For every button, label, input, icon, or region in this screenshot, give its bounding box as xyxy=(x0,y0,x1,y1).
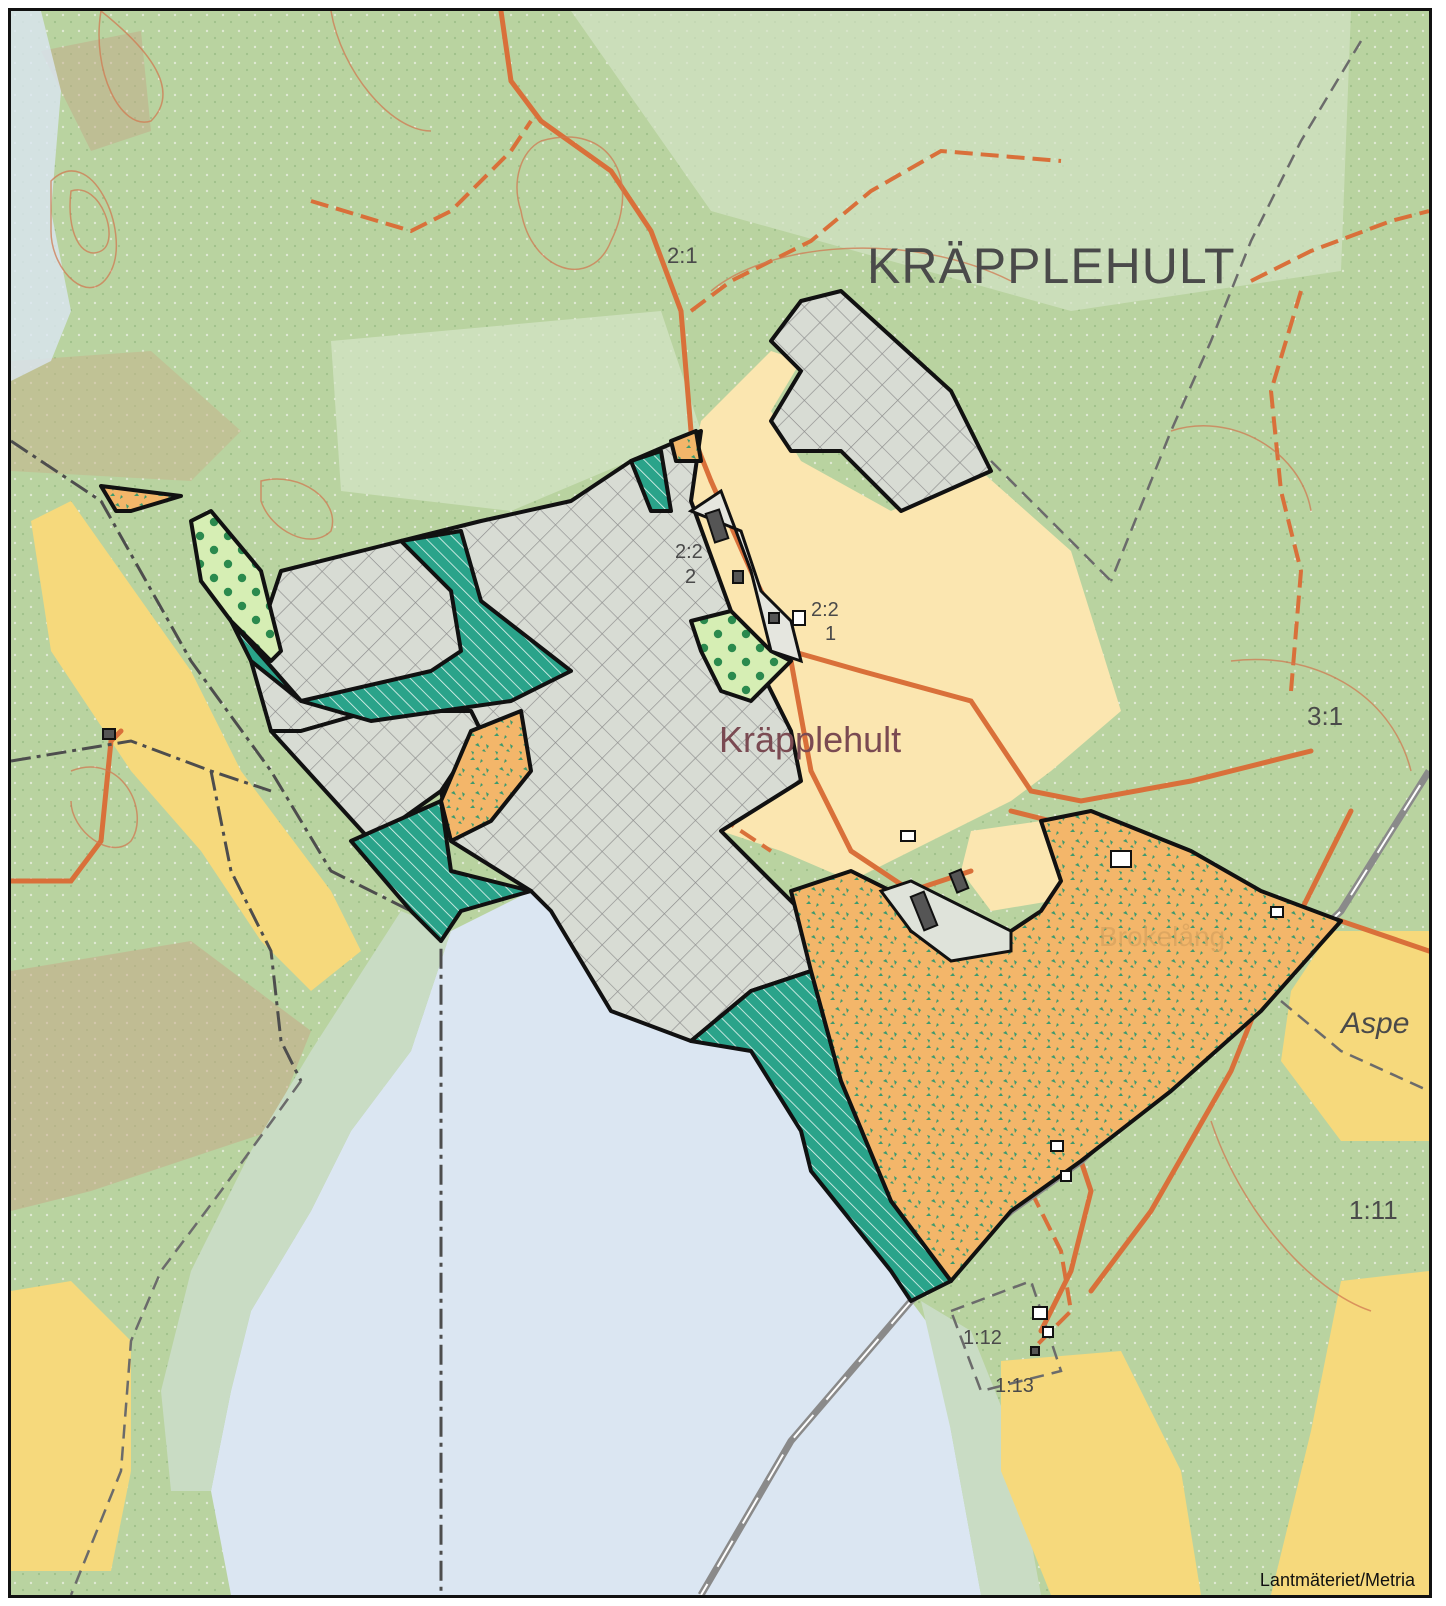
building-icon xyxy=(909,890,939,932)
wetland-shore xyxy=(161,911,451,1491)
parish-boundary-lines xyxy=(11,439,443,1595)
road-line xyxy=(788,658,974,894)
brown-patch xyxy=(11,941,311,1211)
track-line xyxy=(1268,290,1304,692)
parcel-label: 2:1 xyxy=(667,243,698,268)
farm-name-label: Kräpplehult xyxy=(719,719,902,760)
light-forest-patch xyxy=(331,311,701,511)
boundary-line xyxy=(990,460,1112,582)
lake-water xyxy=(211,891,981,1595)
building-icon xyxy=(1030,1346,1040,1356)
arable-field-far-southeast xyxy=(1271,1271,1429,1595)
arable-field-east xyxy=(1281,931,1429,1141)
buildings xyxy=(102,508,1284,1356)
light-forest-patch xyxy=(571,11,1351,311)
map-canvas[interactable] xyxy=(11,11,1429,1595)
stipple-area-farm-corner[interactable] xyxy=(669,429,703,463)
brown-patch xyxy=(41,31,151,151)
parcel-label: 3:1 xyxy=(1307,701,1344,731)
map-frame[interactable]: KRÄPPLEHULT Kräpplehult Aspe Brokelång 2… xyxy=(8,8,1432,1598)
building-icon xyxy=(768,612,780,624)
parcel-label: 2:2 xyxy=(675,541,703,563)
building-icon xyxy=(900,830,916,842)
dotted-area-west[interactable] xyxy=(189,509,283,663)
wetland-east xyxy=(921,1301,1041,1595)
arable-field-west xyxy=(31,501,361,991)
brown-patch xyxy=(11,351,241,481)
parish-boundary-line xyxy=(11,439,443,1595)
building-icon xyxy=(1042,1326,1054,1338)
map-credit: Lantmäteriet/Metria xyxy=(1259,1570,1415,1590)
boundary-line xyxy=(949,1279,1063,1393)
building-icon xyxy=(1060,1170,1072,1182)
building-icon xyxy=(1050,1140,1064,1152)
building-icon xyxy=(948,868,970,894)
building-icon xyxy=(102,728,116,740)
boundary-line xyxy=(69,1080,303,1595)
contour-lines xyxy=(50,11,1412,1312)
building-icon xyxy=(1032,1306,1048,1320)
parcel-label: 1:11 xyxy=(1349,1195,1398,1225)
parcel-label: 1 xyxy=(825,623,837,645)
arable-field-southeast xyxy=(1001,1351,1201,1595)
boundary-line xyxy=(1280,1000,1429,1093)
hatched-area-central[interactable] xyxy=(229,529,573,723)
stipple-area-west[interactable] xyxy=(439,709,533,843)
building-icon xyxy=(1270,906,1284,918)
lake-water-west xyxy=(11,11,71,381)
parcel-label: 2 xyxy=(685,566,697,588)
crosshatch-area-north[interactable] xyxy=(769,289,993,513)
parish-boundary-line xyxy=(209,770,303,1082)
building-icon xyxy=(1110,850,1132,868)
building-icon xyxy=(732,570,744,584)
neighbour-name-label: Aspe xyxy=(1341,1007,1410,1040)
hatched-area-southeast[interactable] xyxy=(689,969,953,1303)
farm-field-east xyxy=(961,821,1071,911)
faint-place-label: Brokelång xyxy=(1099,921,1226,952)
track-line xyxy=(310,119,533,234)
property-boundary-lines xyxy=(69,40,1429,1595)
parcel-label: 1:13 xyxy=(995,1375,1034,1397)
habitat-areas[interactable] xyxy=(99,289,1343,1303)
parcel-label: 1:12 xyxy=(963,1327,1002,1349)
boundary-line xyxy=(1109,40,1363,582)
road-line xyxy=(498,11,714,484)
building-icon xyxy=(704,508,730,544)
dotted-area-farm[interactable] xyxy=(689,609,793,703)
track-line xyxy=(1250,209,1429,283)
track-line xyxy=(689,148,1062,313)
parcel-label: 2:2 xyxy=(811,599,839,621)
arable-field-southwest xyxy=(11,1281,131,1571)
building-icon xyxy=(792,610,806,626)
stipple-area-northwest[interactable] xyxy=(99,484,183,513)
place-name-label: KRÄPPLEHULT xyxy=(867,238,1236,294)
hatched-area-north[interactable] xyxy=(629,449,673,513)
